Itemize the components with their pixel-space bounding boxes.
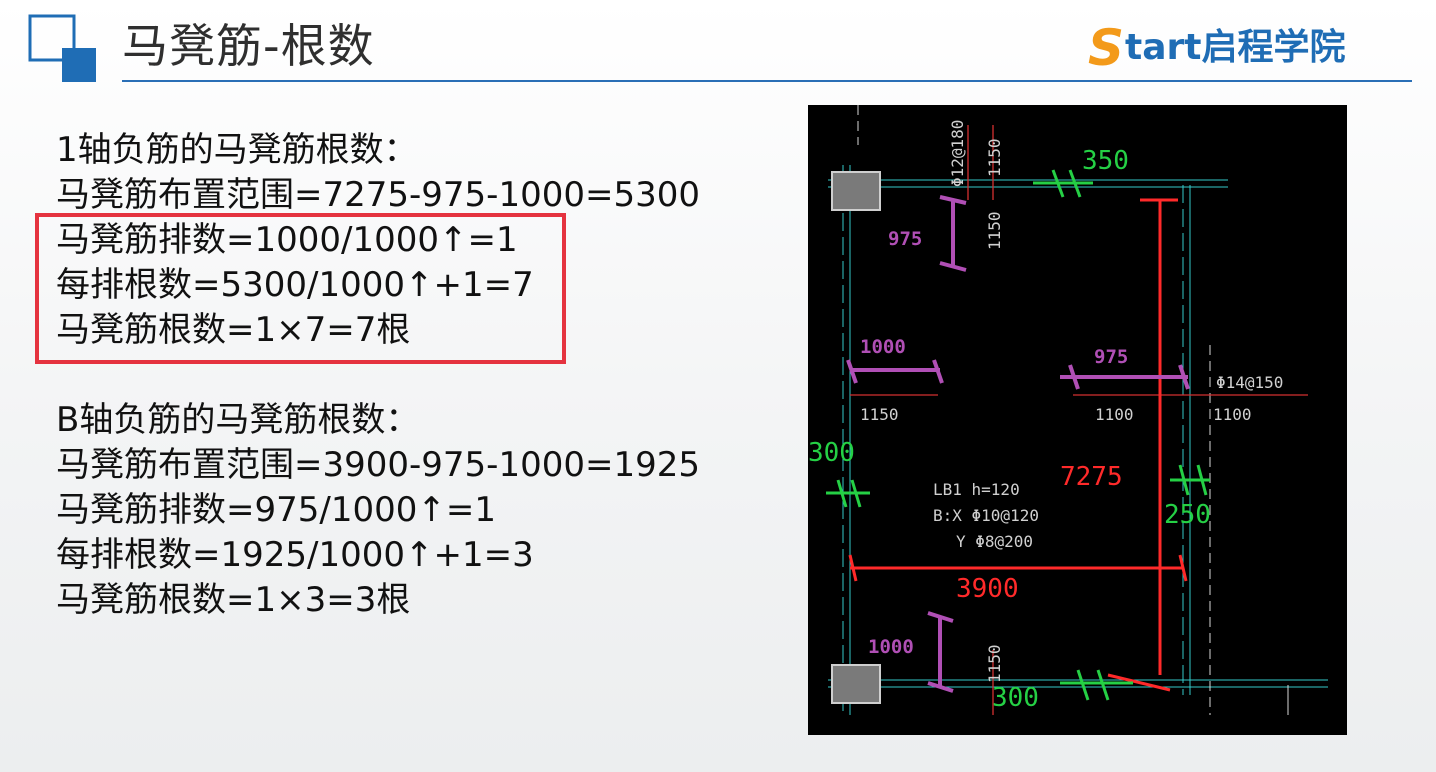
page-title: 马凳筋-根数	[122, 19, 375, 73]
section2-per-row: 每排根数=1925/1000↑+1=3	[56, 535, 534, 575]
green-dimensions	[826, 169, 1210, 701]
green-350-label: 350	[1082, 146, 1129, 176]
purple-1000-bottom-label: 1000	[868, 636, 914, 658]
red-dimensions	[848, 198, 1188, 692]
rebar-lines	[850, 125, 1308, 715]
section1-range: 马凳筋布置范围=7275-975-1000=5300	[56, 175, 700, 215]
section1-per-row: 每排根数=5300/1000↑+1=7	[56, 265, 534, 305]
slab-name: LB1 h=120	[933, 480, 1020, 499]
purple-dimensions	[846, 195, 1190, 693]
slab-bottom-x: B:X Φ10@120	[933, 506, 1039, 525]
title-divider	[122, 80, 1412, 82]
section2-rows: 马凳筋排数=975/1000↑=1	[56, 490, 496, 530]
section1-rows: 马凳筋排数=1000/1000↑=1	[56, 220, 518, 260]
red-7275-label: 7275	[1060, 462, 1123, 492]
red-3900-label: 3900	[956, 574, 1019, 604]
section1-heading: 1轴负筋的马凳筋根数：	[56, 130, 418, 170]
green-300-left-label: 300	[808, 438, 855, 468]
section2-range: 马凳筋布置范围=3900-975-1000=1925	[56, 445, 700, 485]
beam-lines	[828, 165, 1328, 715]
brand-name: tart启程学院	[1125, 27, 1346, 68]
brand-logo: S tart启程学院	[1088, 20, 1345, 76]
brand-s: S	[1088, 19, 1125, 77]
rebar-right-label: Φ14@150	[1216, 373, 1283, 392]
rebar-top-label: Φ12@180	[948, 120, 967, 187]
slab-bottom-y: Y Φ8@200	[956, 532, 1033, 551]
green-250-label: 250	[1164, 500, 1211, 530]
purple-1000-left-label: 1000	[860, 336, 906, 358]
reference-lines	[857, 105, 1289, 715]
cad-drawing: Φ12@180 1150 1150 1150 1150 1100 1100 Φ1…	[808, 105, 1347, 735]
green-300-bottom-label: 300	[992, 683, 1039, 713]
purple-975-right-label: 975	[1094, 346, 1128, 368]
purple-975-top-label: 975	[888, 228, 922, 250]
cad-drawing-svg: Φ12@180 1150 1150 1150 1150 1100 1100 Φ1…	[808, 105, 1328, 715]
section2-heading: B轴负筋的马凳筋根数：	[56, 400, 420, 440]
section1-total: 马凳筋根数=1×7=7根	[56, 310, 411, 350]
calculation-text: 1轴负筋的马凳筋根数： 马凳筋布置范围=7275-975-1000=5300 马…	[56, 128, 700, 623]
dim-1150-bottom: 1150	[985, 644, 1004, 683]
highlight-box	[35, 213, 566, 364]
dim-1100-a: 1100	[1095, 405, 1134, 424]
dim-1150-a: 1150	[985, 138, 1004, 177]
column-bottom	[831, 664, 881, 704]
section2-total: 马凳筋根数=1×3=3根	[56, 580, 411, 620]
dim-1100-b: 1100	[1213, 405, 1252, 424]
dim-1150-b: 1150	[985, 211, 1004, 250]
logo-square-icon	[28, 14, 96, 82]
column-top	[831, 171, 881, 211]
dim-1150-left: 1150	[860, 405, 899, 424]
